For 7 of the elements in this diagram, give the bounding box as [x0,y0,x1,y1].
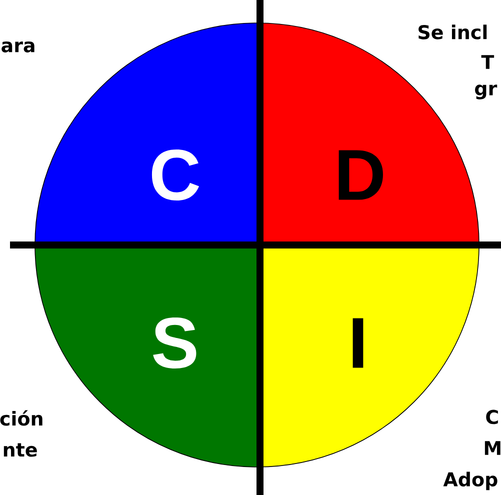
label-text: ción [0,410,42,426]
label-text: Adop [443,472,498,490]
quadrant-sector: I [256,244,480,468]
label-text: nte [4,443,37,457]
label-text: Se incl [418,24,487,40]
quadrant-sector: C [34,22,258,246]
label-text: gr [475,84,498,100]
